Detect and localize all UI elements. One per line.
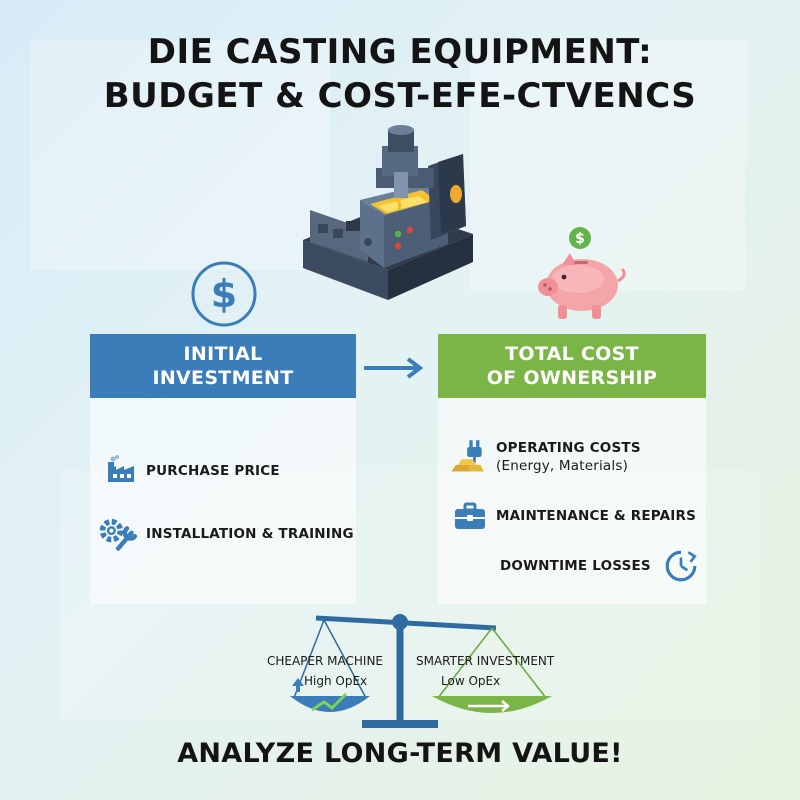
die-casting-machine-icon xyxy=(303,125,473,300)
svg-text:$: $ xyxy=(211,272,237,316)
scale-right-sub: Low OpEx xyxy=(441,674,501,688)
total-cost-of-ownership-panel: TOTAL COST OF OWNERSHIP xyxy=(438,334,706,604)
toolbox-icon xyxy=(455,502,485,529)
scale-left-label: CHEAPER MACHINE xyxy=(267,654,384,668)
panel-header-line: OF OWNERSHIP xyxy=(486,367,658,389)
list-item-label: DOWNTIME LOSSES xyxy=(500,558,651,574)
list-item-downtime-losses: DOWNTIME LOSSES xyxy=(500,548,707,584)
list-item-label: OPERATING COSTS (Energy, Materials) xyxy=(496,439,641,475)
title-line-1: DIE CASTING EQUIPMENT: xyxy=(147,32,653,72)
plug-gold-icon xyxy=(451,440,484,472)
initial-investment-panel: INITIAL INVESTMENT xyxy=(90,334,356,604)
list-item-label: PURCHASE PRICE xyxy=(146,463,280,479)
factory-icon xyxy=(108,455,134,482)
footer-callout: ANALYZE LONG-TERM VALUE! xyxy=(177,738,623,769)
list-item-label: INSTALLATION & TRAINING xyxy=(146,526,354,542)
list-item-installation-training: INSTALLATION & TRAINING xyxy=(96,515,354,553)
operating-costs-line-2: (Energy, Materials) xyxy=(496,458,629,474)
clock-icon xyxy=(665,550,697,582)
svg-text:$: $ xyxy=(575,231,585,247)
gear-wrench-icon xyxy=(99,518,138,551)
dollar-circle-icon: $ xyxy=(191,261,257,327)
background-tile xyxy=(30,40,330,270)
balance-scale-icon xyxy=(290,614,552,728)
panel-header-line: TOTAL COST xyxy=(505,343,639,365)
scale-left-sub: High OpEx xyxy=(304,674,368,688)
operating-costs-line-1: OPERATING COSTS xyxy=(496,440,641,456)
list-item-purchase-price: PURCHASE PRICE xyxy=(104,454,280,488)
scale-right-label: SMARTER INVESTMENT xyxy=(416,654,555,668)
panel-header-line: INITIAL xyxy=(183,343,263,365)
list-item-maintenance-repairs: MAINTENANCE & REPAIRS xyxy=(452,499,696,533)
title-line-2: BUDGET & COST-EFE-CTVENCS xyxy=(103,76,697,116)
list-item-label: MAINTENANCE & REPAIRS xyxy=(496,508,697,524)
total-cost-header: TOTAL COST OF OWNERSHIP xyxy=(438,334,706,398)
piggy-bank-icon: $ xyxy=(538,227,626,319)
panel-header-line: INVESTMENT xyxy=(152,367,294,389)
page-title: DIE CASTING EQUIPMENT: BUDGET & COST-EFE… xyxy=(0,30,800,118)
background-tile xyxy=(470,40,745,290)
list-item-operating-costs: OPERATING COSTS (Energy, Materials) xyxy=(444,438,641,476)
initial-investment-header: INITIAL INVESTMENT xyxy=(90,334,356,398)
arrow-right-icon xyxy=(364,357,424,379)
